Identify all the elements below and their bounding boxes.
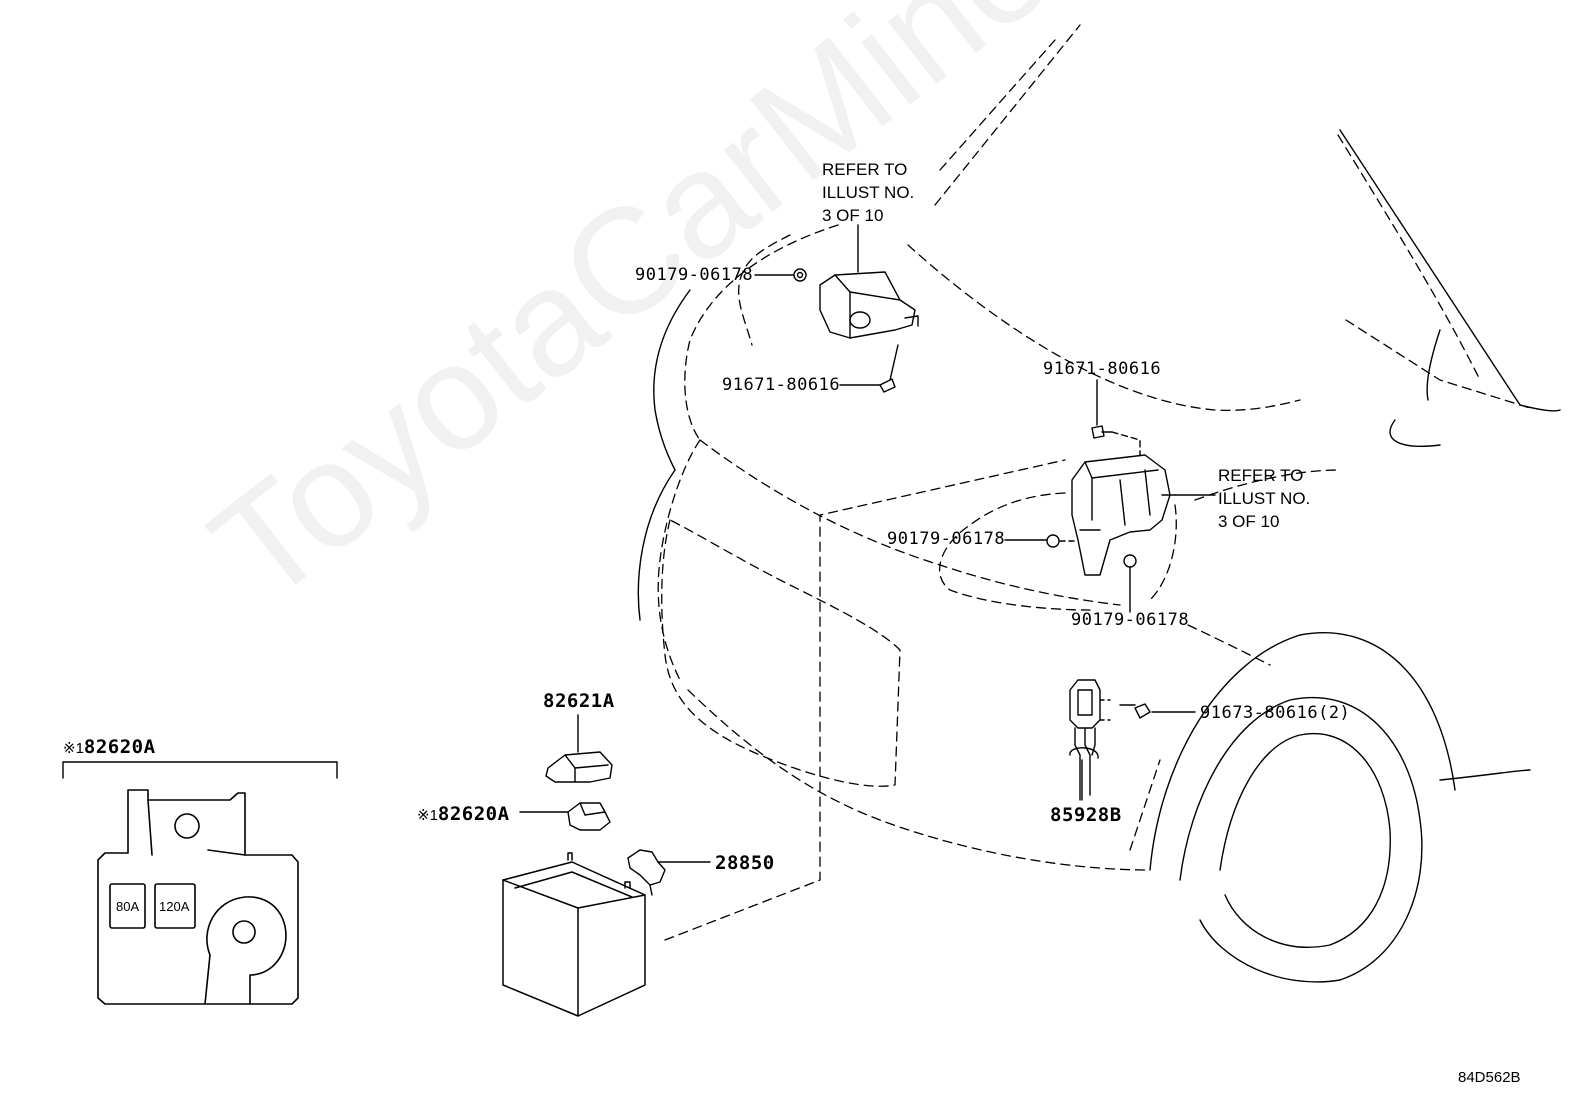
fuse-block-nut-lower <box>1123 554 1137 613</box>
refer-note-top-line2: ILLUST NO. <box>822 183 915 202</box>
inset-bracket <box>62 761 338 779</box>
battery <box>502 852 646 1017</box>
terminal-cover-82621A <box>545 714 613 783</box>
part-label-85928B[interactable]: 85928B <box>1050 804 1122 826</box>
fuse-block-nut-left <box>1004 534 1076 548</box>
part-label-82620A-main-text: 82620A <box>437 803 510 825</box>
part-label-28850[interactable]: 28850 <box>715 852 775 874</box>
part-label-82620A-main[interactable]: ※182620A <box>417 805 510 824</box>
note-mark-1: ※1 <box>417 807 438 824</box>
top-nut <box>754 268 807 282</box>
fuse-block-bolt <box>1091 379 1141 456</box>
part-label-90179-mid[interactable]: 90179-06178 <box>887 529 1006 549</box>
part-label-91671-right[interactable]: 91671-80616 <box>1043 359 1162 379</box>
relay-bolt <box>1119 703 1196 719</box>
fuse-label-80A: 80A <box>116 899 140 914</box>
top-bolt <box>839 344 899 393</box>
part-label-82620A-inset-text: 82620A <box>83 736 156 758</box>
part-label-90179-lower[interactable]: 90179-06178 <box>1071 610 1190 630</box>
part-label-91673[interactable]: 91673-80616(2) <box>1200 703 1351 723</box>
refer-note-right-line3: 3 OF 10 <box>1218 512 1280 531</box>
refer-note-top: REFER TO ILLUST NO. 3 OF 10 <box>822 158 914 227</box>
refer-note-right-line2: ILLUST NO. <box>1218 489 1311 508</box>
part-label-90179-top[interactable]: 90179-06178 <box>635 265 754 285</box>
refer-note-top-line3: 3 OF 10 <box>822 206 884 225</box>
terminal-clip-82620A <box>519 802 611 831</box>
fuse-label-120A: 120A <box>159 899 190 914</box>
fuse-block <box>1071 454 1216 576</box>
sensor-28850 <box>627 849 711 896</box>
vehicle-body-solid <box>637 129 1561 983</box>
part-label-91671-top[interactable]: 91671-80616 <box>722 375 841 395</box>
refer-note-right-line1: REFER TO <box>1218 466 1304 485</box>
note-mark-1-inset: ※1 <box>63 740 84 757</box>
part-label-82620A-inset[interactable]: ※182620A <box>63 738 156 757</box>
top-relay-block <box>819 224 919 339</box>
inset-fusible-link <box>97 789 299 1005</box>
drawing-reference-number: 84D562B <box>1458 1069 1521 1086</box>
refer-note-top-line1: REFER TO <box>822 160 908 179</box>
relay-connector-85928B <box>1069 679 1111 801</box>
vehicle-body-outline <box>657 24 1531 941</box>
refer-note-right: REFER TO ILLUST NO. 3 OF 10 <box>1218 464 1310 533</box>
part-label-82621A[interactable]: 82621A <box>543 690 615 712</box>
